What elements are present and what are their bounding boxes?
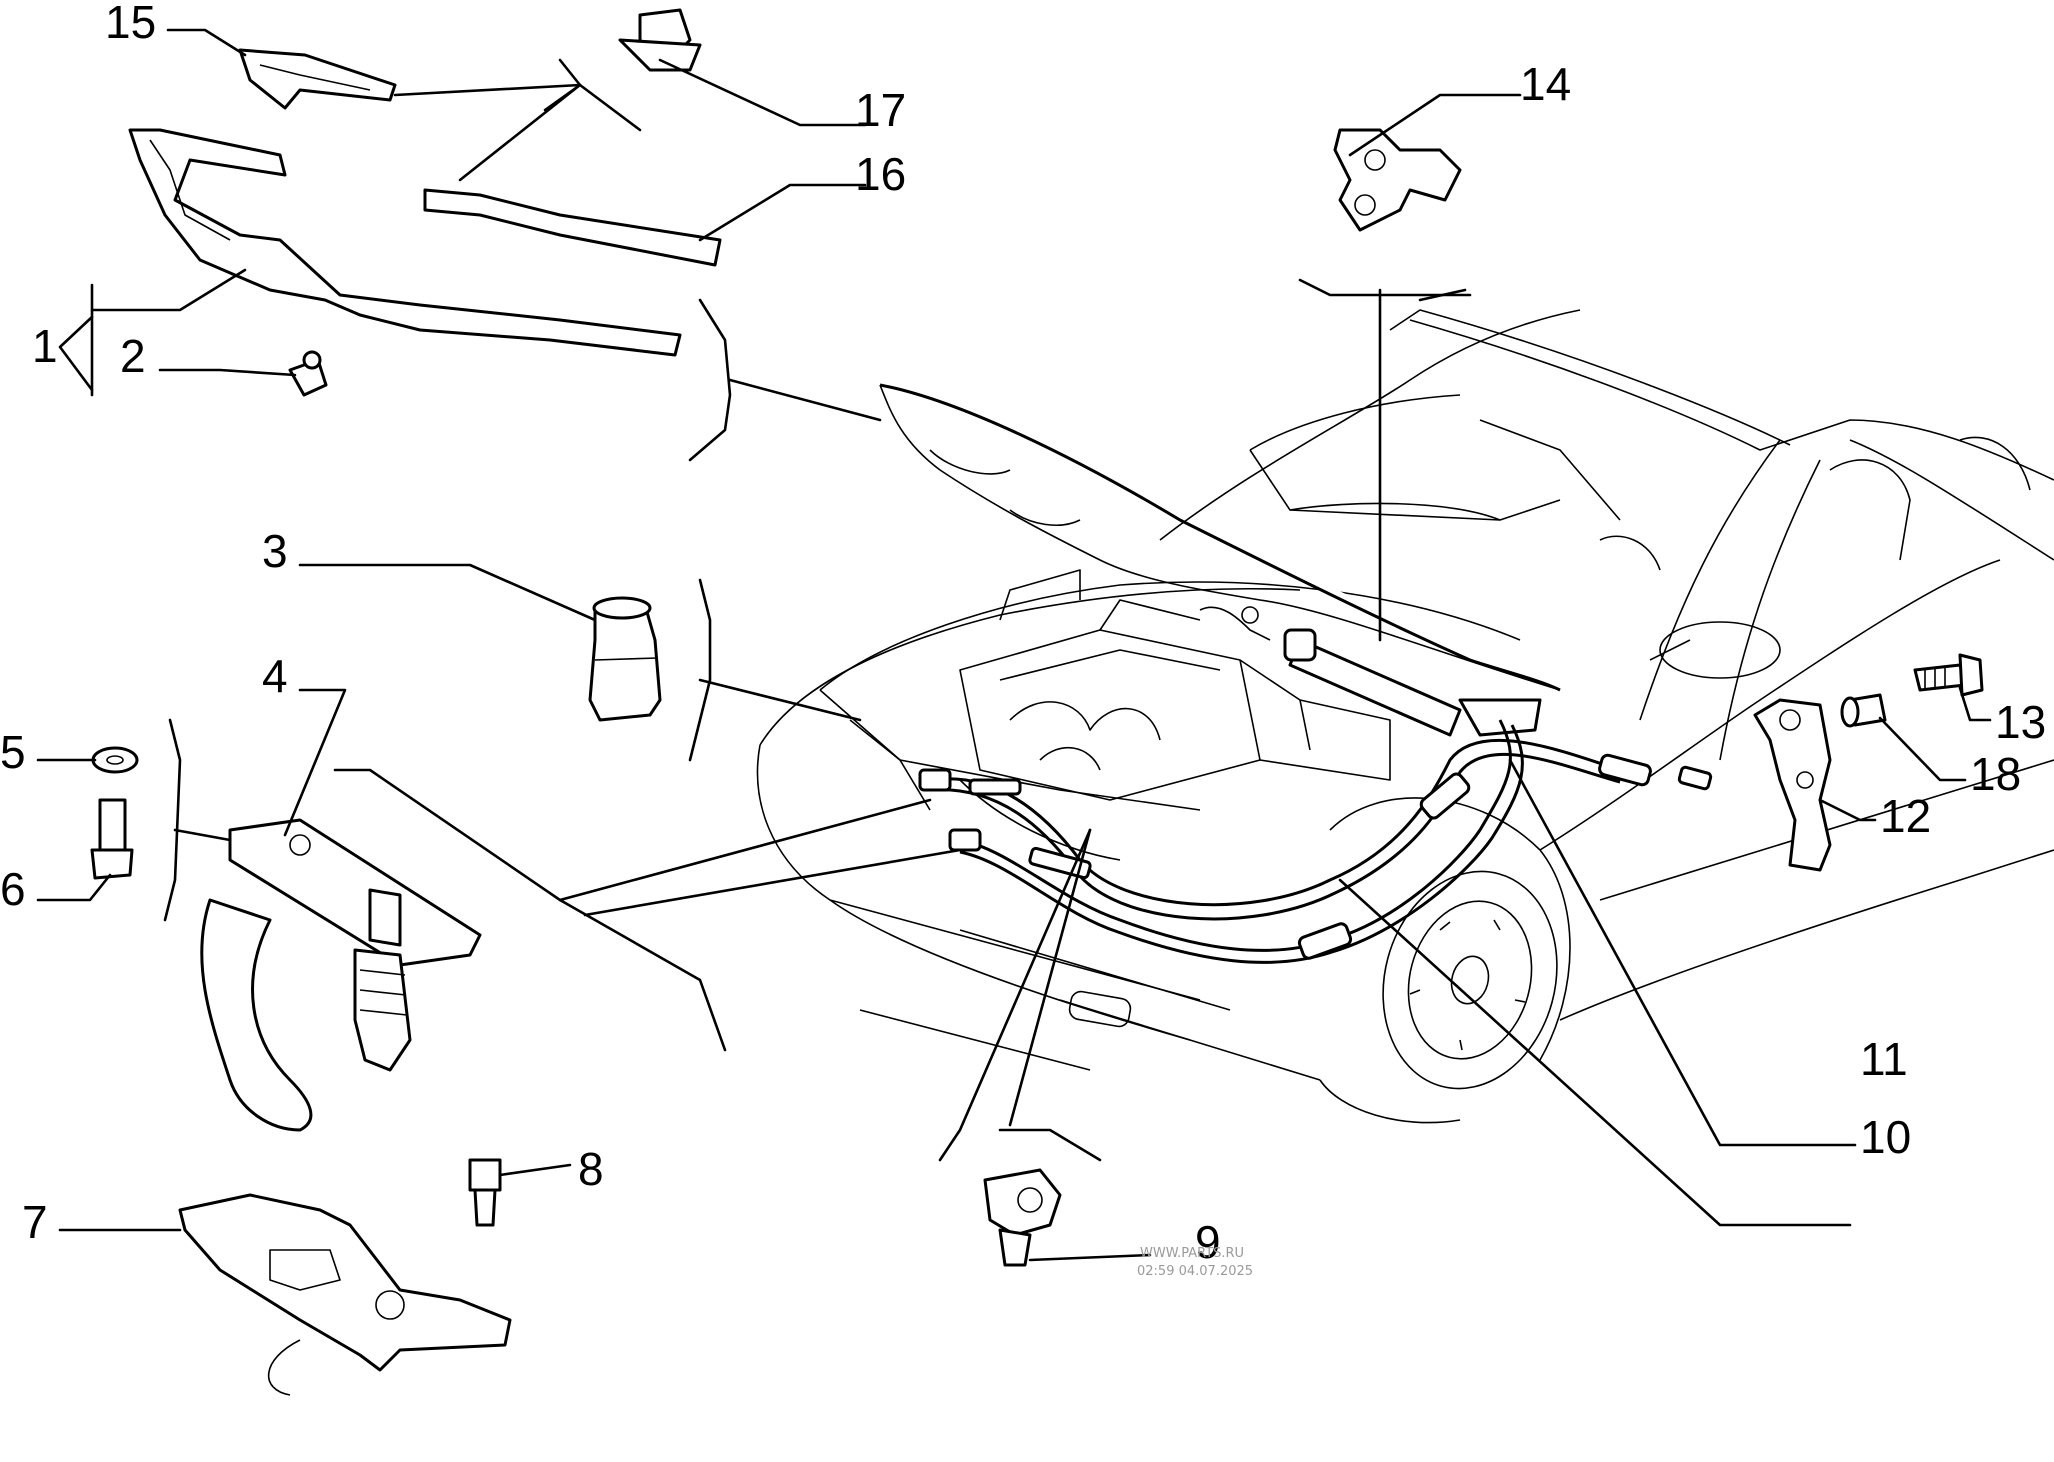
callout-4: 4 (262, 650, 288, 702)
hood-strut (1283, 628, 1542, 737)
part-5-washer (91, 746, 139, 774)
leader-lines (36, 28, 1992, 1262)
callout-7: 7 (22, 1196, 48, 1248)
car-outline (756, 309, 2054, 1124)
callout-labels: 15 17 16 14 1 2 3 4 5 6 7 8 9 10 11 12 1… (0, 0, 2046, 1268)
callout-16: 16 (855, 148, 906, 200)
part-15-seal (238, 48, 397, 110)
part-14-bracket (1333, 128, 1462, 232)
part-3-bump-stop (588, 596, 662, 722)
watermark: WWW.PARTS.RU 02:59 04.07.2025 (1137, 1246, 1253, 1279)
part-18-grommet (1840, 693, 1887, 728)
watermark-timestamp: 02:59 04.07.2025 (1137, 1264, 1253, 1279)
callout-8: 8 (578, 1143, 604, 1195)
callout-11: 11 (1860, 1033, 1908, 1085)
callout-17: 17 (855, 84, 906, 136)
release-cables (918, 719, 1713, 964)
callout-1: 1 (32, 320, 58, 372)
part-8-bolt (468, 1158, 502, 1227)
part-2-plug (288, 350, 328, 397)
callout-3: 3 (262, 525, 288, 577)
part-7-plate (178, 1193, 512, 1396)
callout-9: 9 (1195, 1216, 1221, 1268)
part-6-bolt (90, 798, 134, 880)
part-9-clip (983, 1168, 1062, 1267)
watermark-site: WWW.PARTS.RU (1140, 1246, 1244, 1261)
callout-15: 15 (105, 0, 156, 48)
part-16-seal (423, 188, 722, 267)
callout-5: 5 (0, 726, 26, 778)
callout-12: 12 (1880, 790, 1931, 842)
callout-6: 6 (0, 863, 26, 915)
callout-14: 14 (1520, 58, 1571, 110)
part-4-latch (200, 818, 482, 1132)
part-12-lever (1753, 698, 1832, 872)
callout-2: 2 (120, 330, 146, 382)
callout-18: 18 (1970, 748, 2021, 800)
part-13-screw (1913, 653, 1984, 697)
callout-13: 13 (1995, 696, 2046, 748)
callout-10: 10 (1860, 1111, 1911, 1163)
part-17-clip (618, 8, 702, 72)
